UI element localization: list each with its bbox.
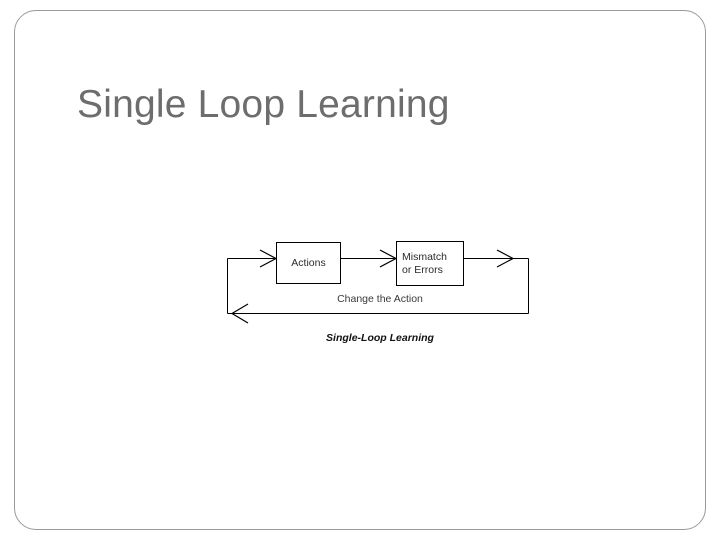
page-title: Single Loop Learning — [77, 83, 450, 127]
arrowhead-loop-output — [496, 249, 515, 268]
diagram-caption: Single-Loop Learning — [326, 332, 434, 344]
single-loop-learning-diagram: Actions Mismatch or Errors Change the Ac… — [215, 230, 545, 360]
diagram-node-mismatch: Mismatch or Errors — [396, 241, 464, 286]
diagram-connectors — [227, 249, 529, 324]
diagram-node-actions: Actions — [276, 242, 341, 284]
arrowhead-feedback-return — [230, 303, 249, 324]
diagram-loop-label: Change the Action — [337, 293, 423, 305]
